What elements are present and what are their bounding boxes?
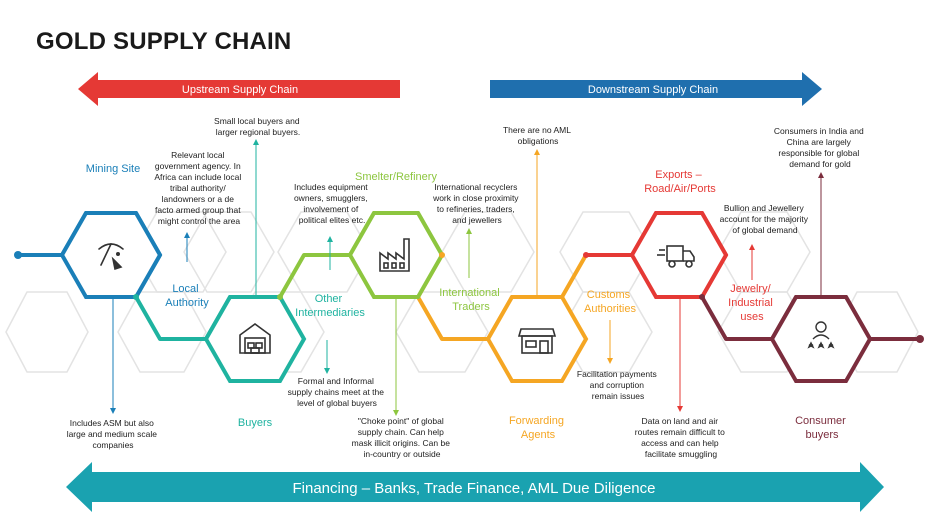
note-no-aml: There are no AML obligations — [503, 125, 573, 146]
end-dot — [916, 335, 924, 343]
bg-hex-mining-bottom — [117, 291, 207, 373]
conn-other-down-head — [324, 368, 330, 374]
bg-hex-buyers-top — [183, 211, 275, 293]
label-international-traders: International Traders — [439, 287, 503, 313]
label-other-intermediaries: Other Intermediaries — [295, 293, 365, 319]
note-choke-point: "Choke point" of global supply chain. Ca… — [352, 416, 453, 459]
note-equipment-owners: Includes equipment owners, smugglers, in… — [294, 182, 370, 225]
conn-customs-head — [607, 358, 613, 364]
note-land-air: Data on land and air routes remain diffi… — [635, 416, 727, 459]
pickaxe-icon — [98, 243, 124, 271]
dot-2 — [277, 294, 283, 300]
upstream-label: Upstream Supply Chain — [182, 84, 298, 96]
junction-dots — [14, 251, 924, 343]
bg-hex-left — [5, 291, 89, 373]
label-jewelry-industrial: Jewelry/ Industrial uses — [728, 283, 776, 323]
note-facilitation: Facilitation payments and corruption rem… — [577, 369, 659, 401]
conn-asm-head — [110, 408, 116, 414]
financing-arrow — [66, 462, 884, 512]
store-icon — [517, 328, 557, 354]
hex-forwarding-agents — [485, 295, 589, 383]
conn-traders-head — [466, 228, 472, 234]
note-bullion: Bullion and Jewellery account for the ma… — [720, 203, 811, 235]
conn-jewelry-head — [749, 244, 755, 250]
hex-exports — [629, 211, 729, 299]
label-forwarding-agents: Forwarding Agents — [509, 415, 567, 441]
dot-1 — [133, 294, 139, 300]
truck-icon — [657, 245, 695, 268]
notes: Includes ASM but also large and medium s… — [67, 116, 866, 459]
start-dot — [14, 251, 22, 259]
warehouse-icon — [239, 323, 271, 354]
hex-buyers — [203, 295, 307, 383]
label-local-authority: Local Authority — [165, 283, 209, 309]
dot-4 — [583, 252, 589, 258]
label-exports: Exports – Road/Air/Ports — [644, 169, 716, 195]
note-recyclers: International recyclers work in close pr… — [432, 182, 521, 225]
conn-local-head — [184, 232, 190, 238]
downstream-label: Downstream Supply Chain — [588, 84, 718, 96]
upstream-arrow — [78, 72, 400, 106]
label-smelter-refinery: Smelter/Refinery — [355, 171, 437, 183]
label-consumer-buyers: Consumer buyers — [795, 415, 849, 441]
conn-small-head — [253, 139, 259, 145]
note-connectors — [110, 139, 824, 416]
label-customs-authorities: Customs Authorities — [584, 289, 636, 315]
node-labels: Mining Site Local Authority Buyers Other… — [86, 163, 849, 441]
conn-exports-head — [677, 406, 683, 412]
hex-mining-site — [59, 211, 163, 299]
note-consumers-india: Consumers in India and China are largely… — [774, 126, 866, 169]
note-formal-informal: Formal and Informal supply chains meet a… — [288, 376, 387, 408]
conn-smelter-head — [393, 410, 399, 416]
label-buyers: Buyers — [238, 417, 273, 429]
note-local-gov: Relevant local government agency. In Afr… — [154, 150, 243, 226]
conn-other-up-head — [327, 236, 333, 242]
hex-consumer — [769, 295, 873, 383]
bg-hex-other — [277, 211, 371, 293]
financing-label: Financing – Banks, Trade Finance, AML Du… — [293, 480, 656, 497]
label-mining-site: Mining Site — [86, 163, 140, 175]
note-asm: Includes ASM but also large and medium s… — [67, 418, 160, 450]
bg-hex-jewelry — [717, 211, 811, 293]
factory-icon — [379, 238, 410, 272]
conn-consumer-head — [818, 172, 824, 178]
rated-person-icon — [807, 321, 835, 349]
bg-hex-customs — [559, 211, 653, 293]
downstream-arrow — [490, 72, 822, 106]
dot-5 — [699, 294, 705, 300]
page-title: GOLD SUPPLY CHAIN — [36, 28, 292, 55]
dot-3 — [439, 252, 445, 258]
conn-noaml-head — [534, 149, 540, 155]
note-small-buyers: Small local buyers and larger regional b… — [214, 116, 302, 137]
